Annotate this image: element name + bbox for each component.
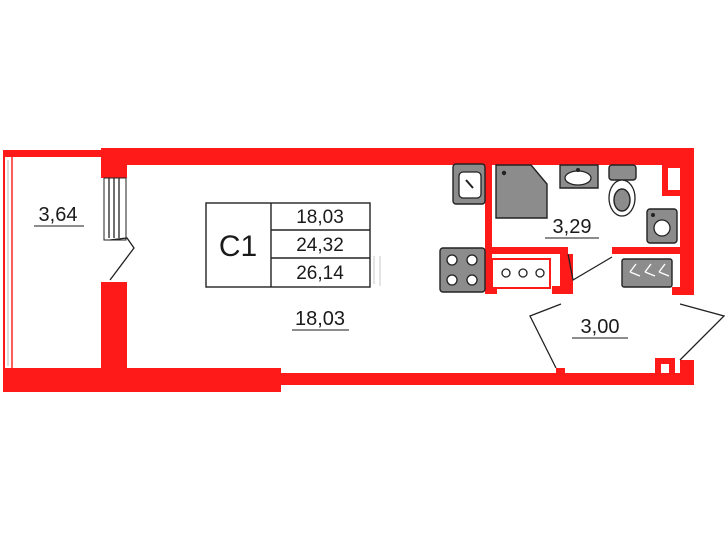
wardrobe-hangers-icon — [629, 263, 670, 277]
balcony-outline — [3, 157, 13, 368]
washbasin-tap-icon — [576, 168, 580, 172]
living-room-area: 18,03 — [295, 308, 345, 330]
wall-right-niche — [672, 287, 694, 295]
entrance-door-right — [679, 303, 726, 361]
summary-total-with-balcony: 26,14 — [296, 263, 344, 284]
room-labels: 3,64 18,03 3,29 3,00 — [34, 204, 628, 339]
wall-top — [101, 148, 694, 165]
interior-doors — [529, 253, 726, 369]
toilet-tank-icon — [608, 164, 637, 181]
burner-2-icon — [466, 254, 478, 266]
niche-bottom-right-inner — [661, 364, 669, 373]
apartment-code: C1 — [219, 230, 257, 263]
wall-hall-left-low — [556, 368, 565, 385]
burner-4-icon — [466, 274, 478, 286]
hallway-area: 3,00 — [581, 316, 620, 338]
walls — [3, 148, 694, 392]
balcony-door — [103, 177, 135, 281]
wall-top-left — [3, 150, 101, 157]
niche-right-bottom — [662, 190, 680, 196]
bathroom-fixtures — [495, 164, 678, 244]
bathroom-area: 3,29 — [553, 216, 592, 238]
washing-machine-knob-icon — [651, 213, 655, 217]
wall-bath-bottom-a — [485, 247, 568, 254]
wall-bath-bottom-b — [612, 247, 694, 254]
shower-drain-icon — [501, 170, 507, 176]
door-swing — [109, 237, 135, 281]
wall-bottom-left — [3, 368, 281, 392]
toilet-seat-icon — [613, 188, 631, 212]
niche-right-top — [662, 162, 680, 168]
wall-divider-upper — [101, 148, 127, 178]
wall-right-upper — [680, 148, 694, 295]
area-summary-table: C1 18,03 24,32 26,14 — [205, 202, 371, 288]
wall-bottom — [281, 373, 694, 385]
table-outer — [205, 202, 371, 288]
bathroom-door-swing — [567, 253, 613, 282]
washing-machine-drum-icon — [653, 219, 671, 237]
cooktop-icon — [439, 247, 486, 293]
shower-tray-icon — [495, 164, 548, 219]
fridge-dot-2 — [518, 268, 528, 278]
fridge-dot-1 — [501, 268, 511, 278]
niche-right-side — [662, 162, 668, 196]
summary-total-area: 24,32 — [296, 235, 344, 256]
burner-3-icon — [446, 274, 458, 286]
door-frame — [103, 177, 127, 241]
balcony-area: 3,64 — [39, 204, 78, 226]
wall-right-lower — [680, 360, 694, 385]
wall-hall-left — [560, 254, 573, 294]
fridge-dot-3 — [535, 268, 545, 278]
kitchen-fixtures — [439, 163, 673, 293]
kitchen-tap-icon — [465, 179, 474, 189]
washbasin-bowl-icon — [564, 170, 592, 186]
burner-1-icon — [446, 254, 458, 266]
wall-divider-lower — [101, 282, 127, 392]
summary-living-area: 18,03 — [296, 207, 344, 228]
wall-kitchen-a — [485, 286, 497, 294]
wall-bath-left — [485, 148, 492, 294]
entrance-door-left — [529, 303, 562, 369]
